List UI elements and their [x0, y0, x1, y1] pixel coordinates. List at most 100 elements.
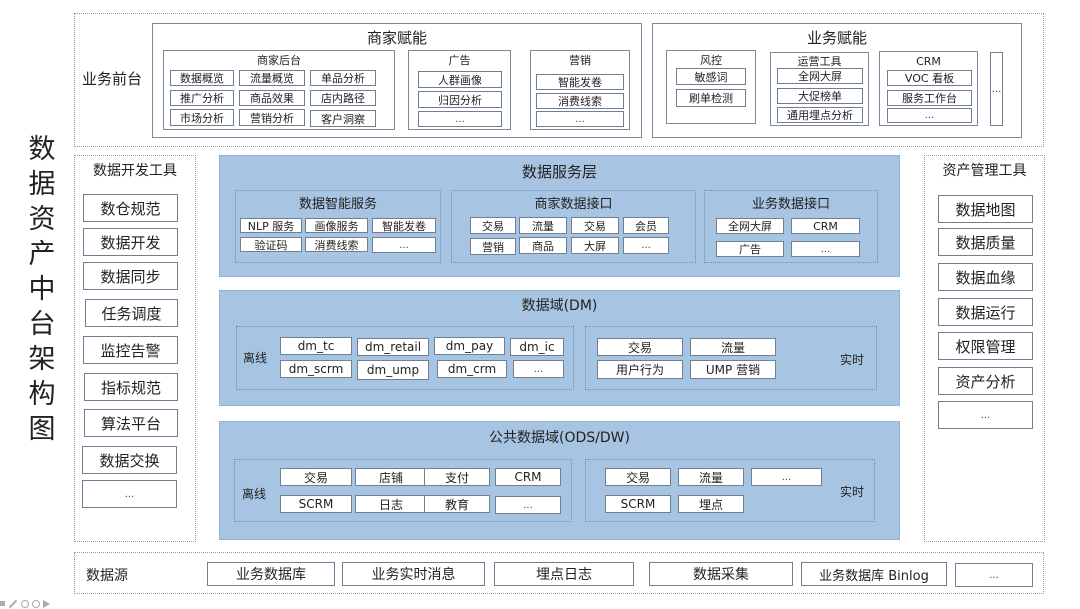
dm-offline-item[interactable]: dm_scrm: [280, 360, 352, 378]
dev-tool-item[interactable]: 数据交换: [82, 446, 177, 474]
ods-realtime-item[interactable]: ...: [751, 468, 822, 486]
slide-icon[interactable]: [0, 601, 5, 606]
intelligent-item[interactable]: 画像服务: [305, 218, 368, 233]
marketing-item[interactable]: ...: [536, 111, 624, 127]
source-item[interactable]: 业务实时消息: [342, 562, 485, 586]
source-item[interactable]: 数据采集: [649, 562, 793, 586]
zoom-out-icon[interactable]: [32, 599, 40, 608]
backend-item[interactable]: 客户洞察: [310, 110, 376, 127]
next-arrow-icon[interactable]: [43, 599, 50, 608]
backend-item[interactable]: 单品分析: [310, 70, 376, 86]
ads-item[interactable]: 人群画像: [418, 71, 502, 88]
pen-icon[interactable]: [8, 599, 18, 608]
dev-tool-item[interactable]: ...: [82, 480, 177, 508]
marketing-item[interactable]: 消费线索: [536, 93, 624, 109]
ods-offline-item[interactable]: SCRM: [280, 495, 352, 513]
backend-item[interactable]: 流量概览: [239, 70, 305, 86]
dev-tool-item[interactable]: 数据同步: [83, 262, 178, 290]
asset-tool-item[interactable]: 数据血缘: [938, 263, 1033, 291]
backend-item[interactable]: 市场分析: [170, 109, 234, 126]
merchant-api-item[interactable]: 流量: [519, 217, 567, 234]
dm-offline-item[interactable]: dm_ic: [510, 338, 564, 356]
merchant-api-item[interactable]: 商品: [519, 237, 567, 254]
asset-tool-item[interactable]: 数据运行: [938, 298, 1033, 326]
dm-offline-item[interactable]: dm_ump: [357, 360, 429, 380]
business-api-item[interactable]: 广告: [716, 241, 784, 257]
crm-item[interactable]: VOC 看板: [887, 70, 972, 86]
ods-realtime-item[interactable]: 交易: [605, 468, 671, 486]
backend-item[interactable]: 店内路径: [310, 90, 376, 106]
asset-tool-item[interactable]: 权限管理: [938, 332, 1033, 360]
dm-realtime-item[interactable]: 用户行为: [597, 360, 683, 379]
ods-realtime-item[interactable]: 埋点: [678, 495, 744, 513]
merchant-api-item[interactable]: 大屏: [571, 237, 619, 254]
merchant-api-item[interactable]: 营销: [470, 238, 516, 255]
dev-tool-item[interactable]: 数仓规范: [83, 194, 178, 222]
dev-tool-item[interactable]: 任务调度: [85, 299, 178, 327]
source-item[interactable]: 业务数据库 Binlog: [801, 562, 947, 586]
merchant-api-item[interactable]: 会员: [623, 217, 669, 234]
dev-tool-item[interactable]: 算法平台: [84, 409, 178, 437]
dm-offline-item[interactable]: dm_tc: [280, 337, 352, 355]
asset-tool-item[interactable]: 数据质量: [938, 228, 1033, 256]
dm-offline-item[interactable]: ...: [513, 360, 564, 378]
data-source-label: 数据源: [86, 568, 128, 584]
dm-realtime-item[interactable]: 流量: [690, 338, 776, 356]
ods-offline-item[interactable]: 支付: [424, 468, 490, 486]
source-item[interactable]: 埋点日志: [494, 562, 634, 586]
ads-item[interactable]: ...: [418, 111, 502, 127]
ods-offline-item[interactable]: 教育: [424, 495, 490, 513]
dev-tool-item[interactable]: 数据开发: [83, 228, 178, 256]
backend-item[interactable]: 数据概览: [170, 70, 234, 86]
ods-offline-item[interactable]: CRM: [495, 468, 561, 486]
business-more-item[interactable]: ...: [990, 52, 1003, 126]
dm-realtime-item[interactable]: 交易: [597, 338, 683, 356]
asset-tool-item[interactable]: 数据地图: [938, 195, 1033, 223]
asset-tool-item[interactable]: 资产分析: [938, 367, 1033, 395]
intelligent-service-group: [235, 190, 441, 263]
asset-tool-item[interactable]: ...: [938, 401, 1033, 429]
ods-offline-item[interactable]: 交易: [280, 468, 352, 486]
data-service-layer: [219, 155, 900, 277]
dm-offline-item[interactable]: dm_pay: [434, 337, 505, 355]
merchant-api-item[interactable]: ...: [623, 237, 669, 254]
business-api-item[interactable]: CRM: [791, 218, 860, 234]
ods-realtime-item[interactable]: SCRM: [605, 495, 671, 513]
zoom-in-icon[interactable]: [21, 599, 29, 608]
intelligent-item[interactable]: NLP 服务: [240, 218, 302, 233]
business-api-item[interactable]: 全网大屏: [716, 218, 784, 234]
dev-tool-item[interactable]: 监控告警: [83, 336, 178, 364]
backend-item[interactable]: 营销分析: [239, 109, 305, 126]
ods-realtime-item[interactable]: 流量: [678, 468, 744, 486]
intelligent-item[interactable]: ...: [372, 237, 436, 253]
source-item[interactable]: 业务数据库: [207, 562, 335, 586]
dm-realtime-group: [585, 326, 877, 390]
dm-offline-item[interactable]: dm_crm: [437, 360, 507, 378]
business-api-item[interactable]: ...: [791, 241, 860, 257]
intelligent-item[interactable]: 验证码: [240, 237, 302, 252]
ods-offline-item[interactable]: 店铺: [355, 468, 427, 486]
backend-item[interactable]: 商品效果: [239, 90, 305, 106]
merchant-api-item[interactable]: 交易: [571, 217, 619, 234]
risk-item[interactable]: 刷单检测: [676, 89, 746, 107]
dm-realtime-item[interactable]: UMP 营销: [690, 360, 776, 379]
ops-tools-item[interactable]: 全网大屏: [777, 68, 863, 84]
ops-tools-item[interactable]: 大促榜单: [777, 88, 863, 104]
intelligent-item[interactable]: 智能发卷: [372, 218, 436, 233]
source-item[interactable]: ...: [955, 563, 1033, 587]
ods-offline-item[interactable]: ...: [495, 496, 561, 514]
backend-item[interactable]: 推广分析: [170, 90, 234, 106]
merchant-api-item[interactable]: 交易: [470, 217, 516, 234]
marketing-item[interactable]: 智能发卷: [536, 74, 624, 90]
diagram-title: 数据资产中台架构图: [28, 134, 56, 445]
ops-tools-item[interactable]: 通用埋点分析: [777, 107, 863, 123]
presentation-toolbar: [0, 598, 64, 609]
dev-tool-item[interactable]: 指标规范: [84, 373, 178, 401]
risk-item[interactable]: 敏感词: [676, 68, 746, 85]
ads-item[interactable]: 归因分析: [418, 91, 502, 108]
crm-item[interactable]: 服务工作台: [887, 90, 972, 106]
ods-offline-item[interactable]: 日志: [355, 495, 427, 513]
intelligent-item[interactable]: 消费线索: [305, 237, 368, 252]
crm-item[interactable]: ...: [887, 108, 972, 123]
dm-offline-item[interactable]: dm_retail: [357, 338, 429, 356]
